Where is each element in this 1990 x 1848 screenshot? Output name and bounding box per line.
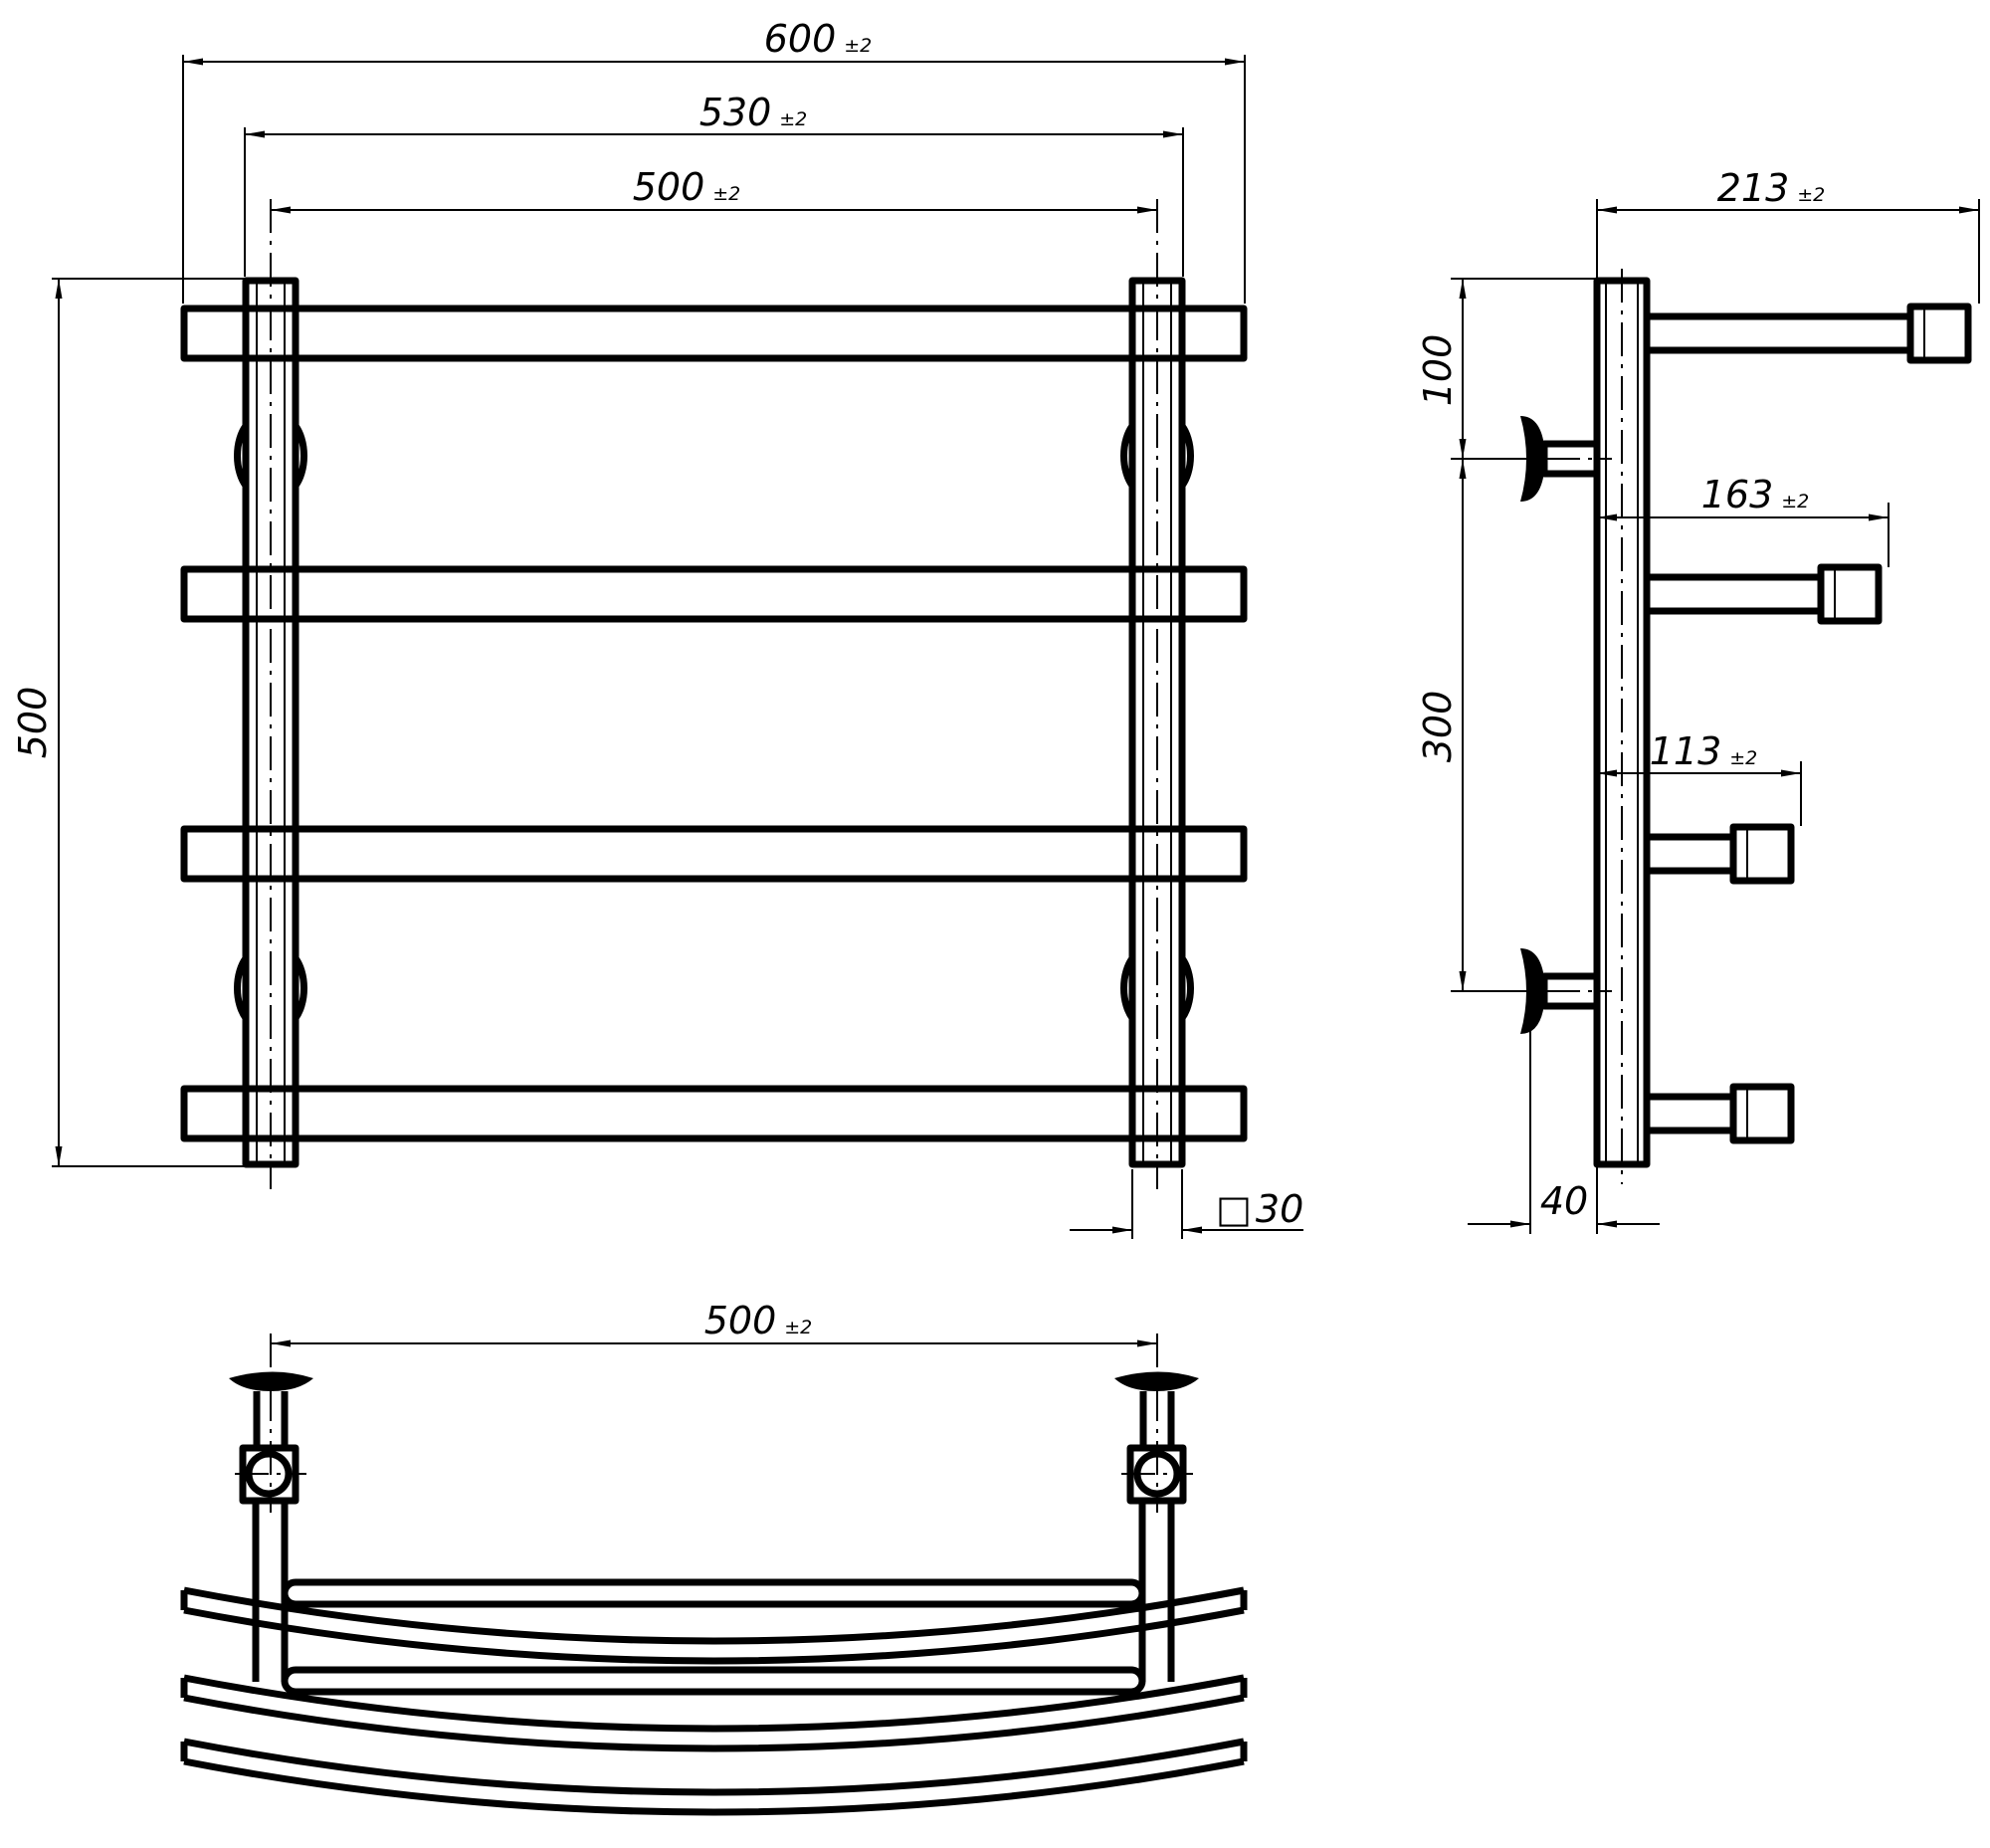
svg-text:500±2: 500 ±2	[633, 165, 741, 209]
dim-213-tol: ±2	[1797, 184, 1825, 206]
dim-163-tol: ±2	[1781, 491, 1809, 513]
bottom-curved-rails	[180, 1586, 1248, 1816]
svg-text:600±2: 600 ±2	[764, 17, 873, 61]
front-view: 600 ±2 530 ±2 500 ±2 500 □30	[11, 17, 1303, 1239]
dim-tube-symbol: □	[1216, 1187, 1252, 1231]
front-bar-3	[180, 825, 1248, 883]
dim-113-tol: ±2	[1729, 747, 1757, 769]
dim-530-value: 530	[699, 91, 772, 134]
dim-530-tol: ±2	[779, 108, 807, 130]
dim-213-value: 213	[1717, 166, 1790, 210]
svg-text:113±2: 113 ±2	[1650, 729, 1758, 773]
bottom-view: 500 ±2	[180, 1299, 1248, 1816]
front-bar-1	[180, 305, 1248, 362]
front-bar-4	[180, 1085, 1248, 1142]
front-bar-2	[180, 565, 1248, 623]
svg-text:500±2: 500 ±2	[704, 1299, 813, 1342]
dim-mount-top: 100	[1416, 334, 1460, 407]
side-arm-2	[1647, 563, 1883, 625]
dim-600-value: 600	[764, 17, 837, 61]
front-mount-brackets	[234, 423, 1194, 1021]
svg-text:□30: □30	[1216, 1187, 1303, 1231]
dim-113-value: 113	[1650, 729, 1722, 773]
dim-wall-gap: 40	[1540, 1179, 1588, 1223]
svg-text:163±2: 163 ±2	[1701, 473, 1810, 516]
dim-600-tol: ±2	[844, 35, 872, 57]
dim-bottom-500-tol: ±2	[784, 1317, 812, 1338]
dim-500-tol: ±2	[712, 183, 740, 205]
dim-tube-value: 30	[1256, 1187, 1303, 1231]
dim-mount-spacing: 300	[1416, 691, 1460, 763]
svg-text:213±2: 213 ±2	[1717, 166, 1826, 210]
dim-163-value: 163	[1701, 473, 1774, 516]
dim-500-value: 500	[633, 165, 705, 209]
side-view: 213 ±2 163 ±2 113 ±2 100 300 40	[1416, 166, 1980, 1234]
side-arm-1	[1647, 303, 1972, 364]
bottom-straight-rail	[281, 1578, 1146, 1608]
side-arm-3	[1647, 823, 1795, 885]
dim-bottom-500-value: 500	[704, 1299, 777, 1342]
dim-front-height: 500	[11, 687, 55, 759]
side-arm-4	[1647, 1083, 1795, 1144]
svg-text:530±2: 530 ±2	[699, 91, 808, 134]
